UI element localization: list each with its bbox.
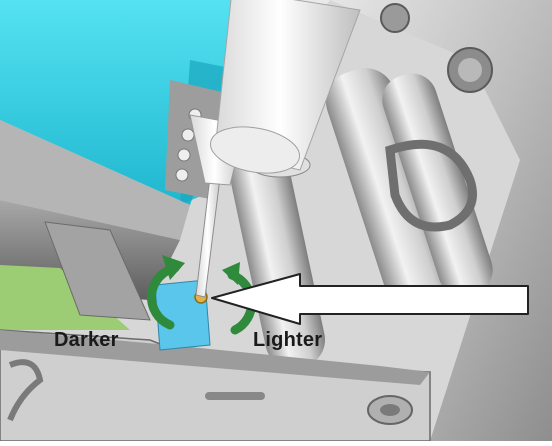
cover-slot bbox=[205, 392, 265, 400]
embossed-logo bbox=[7, 359, 44, 422]
screwdriver-tool bbox=[189, 0, 361, 298]
bracket-plate bbox=[44, 221, 151, 321]
lighter-label: Lighter bbox=[253, 329, 323, 351]
rotate-counterclockwise-arrow-icon bbox=[147, 263, 180, 330]
ribbon-clip bbox=[385, 139, 477, 232]
left-frame bbox=[0, 120, 190, 240]
rotate-counterclockwise-arrowhead bbox=[162, 255, 185, 280]
top-knob bbox=[380, 3, 410, 33]
rotate-clockwise-arrowhead bbox=[222, 262, 240, 285]
housing-right-wall bbox=[330, 0, 552, 441]
pointer-arrow-icon bbox=[211, 273, 529, 325]
front-cover-edge bbox=[0, 330, 430, 385]
darker-label: Darker bbox=[54, 329, 119, 351]
